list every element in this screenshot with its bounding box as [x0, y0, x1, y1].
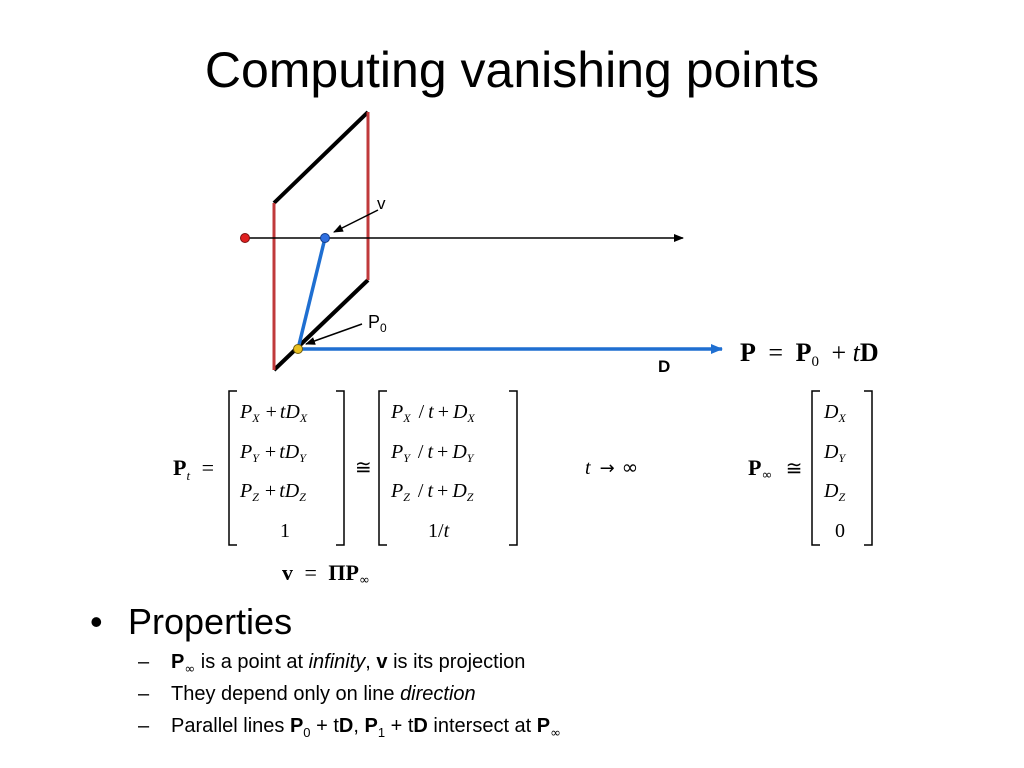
sub3-p0: P [289, 715, 304, 737]
sub3-d2: D [413, 715, 428, 737]
sub3-comma: , [353, 715, 365, 737]
dash-3: – [138, 715, 150, 737]
p0-pointer-arrow [305, 323, 363, 345]
matrix2-row-1: PX/t+DX [390, 401, 475, 425]
plane-edge-bottom [272, 278, 370, 372]
sub3-p1: P [364, 715, 378, 737]
pinf-lhs: P∞ ≅ [748, 455, 803, 484]
matrix3-row-3: DZ [823, 480, 845, 504]
matrix1-row-1: PX+tDX [239, 401, 308, 425]
sub1-p: P [171, 651, 185, 673]
sub1-inf: ∞ [184, 662, 196, 677]
sub2-direction: direction [400, 683, 476, 705]
label-d: D [658, 357, 670, 376]
sub1-infinity: infinity [308, 651, 366, 673]
matrix1-left-bracket [228, 390, 237, 546]
limit-expression: t → ∞ [585, 455, 638, 479]
matrix1-row-2: PY+tDY [239, 441, 307, 465]
sub3-p: P [536, 715, 551, 737]
bullet-properties-label: Properties [128, 601, 293, 642]
matrix1-right-bracket [336, 390, 345, 546]
approx-symbol-1: ≅ [355, 457, 372, 479]
matrix3-row-2: DY [823, 441, 846, 465]
label-v: v [377, 194, 386, 213]
sub3-plus1: + t [310, 715, 339, 737]
matrix1-entries: PX+tDX PY+tDY PZ+tDZ 1 [239, 401, 308, 542]
matrix2-row-3: PZ/t+DZ [390, 480, 474, 504]
sub-bullet-2: – They depend only on line direction [90, 678, 990, 710]
matrix3-row-4: 0 [835, 520, 845, 542]
matrix3-entries: DX DY DZ 0 [823, 401, 846, 542]
bullet-properties: • Properties [90, 598, 990, 646]
sub1-text1: is a point at [195, 651, 309, 673]
dash-1: – [138, 651, 150, 673]
matrix1-row-4: 1 [280, 520, 290, 542]
matrix2-right-bracket [509, 390, 518, 546]
sub1-v: v [376, 651, 388, 673]
sub3-d1: D [338, 715, 354, 737]
sub1-text2: is its projection [387, 651, 526, 673]
matrix3-left-bracket [811, 390, 820, 546]
matrix1-row-3: PZ+tDZ [239, 480, 306, 504]
matrix2-row-2: PY/t+DY [390, 441, 475, 465]
sub3-p1-sub: 1 [377, 725, 386, 740]
sub1-comma: , [365, 651, 377, 673]
matrix2-entries: PX/t+DX PY/t+DY PZ/t+DZ 1/t [390, 401, 475, 542]
sub3-p0-sub: 0 [303, 725, 311, 740]
v-pointer-arrow [333, 209, 379, 233]
slide-title: Computing vanishing points [204, 42, 820, 98]
point-p0 [293, 344, 303, 354]
dash-2: – [138, 683, 150, 705]
matrix2-left-bracket [378, 390, 387, 546]
projection-ray [296, 237, 327, 350]
vanishing-point-v [320, 233, 330, 243]
sub3-inf: ∞ [550, 726, 561, 741]
camera-center-point [240, 233, 250, 243]
matrix2-row-4: 1/t [428, 520, 450, 542]
sub2-text: They depend only on line [171, 683, 401, 705]
line-equation: P = P0 + tD [740, 338, 879, 372]
properties-list: • Properties – P∞ is a point at infinity… [90, 598, 990, 742]
label-p0: P0 [368, 312, 387, 335]
bullet-dot: • [90, 601, 103, 642]
sub3-text2: intersect at [427, 715, 537, 737]
sub3-plus2: + t [385, 715, 414, 737]
sub3-text1: Parallel lines [171, 715, 290, 737]
sub-bullet-1: – P∞ is a point at infinity, v is its pr… [90, 646, 990, 678]
plane-edge-top [272, 110, 370, 205]
matrix3-row-1: DX [823, 401, 846, 425]
sub-bullet-3: – Parallel lines P0 + tD, P1 + tD inters… [90, 710, 990, 742]
matrix3-right-bracket [864, 390, 873, 546]
projection-equation: v = ΠP∞ [282, 560, 370, 588]
pt-lhs: Pt = [173, 455, 214, 485]
